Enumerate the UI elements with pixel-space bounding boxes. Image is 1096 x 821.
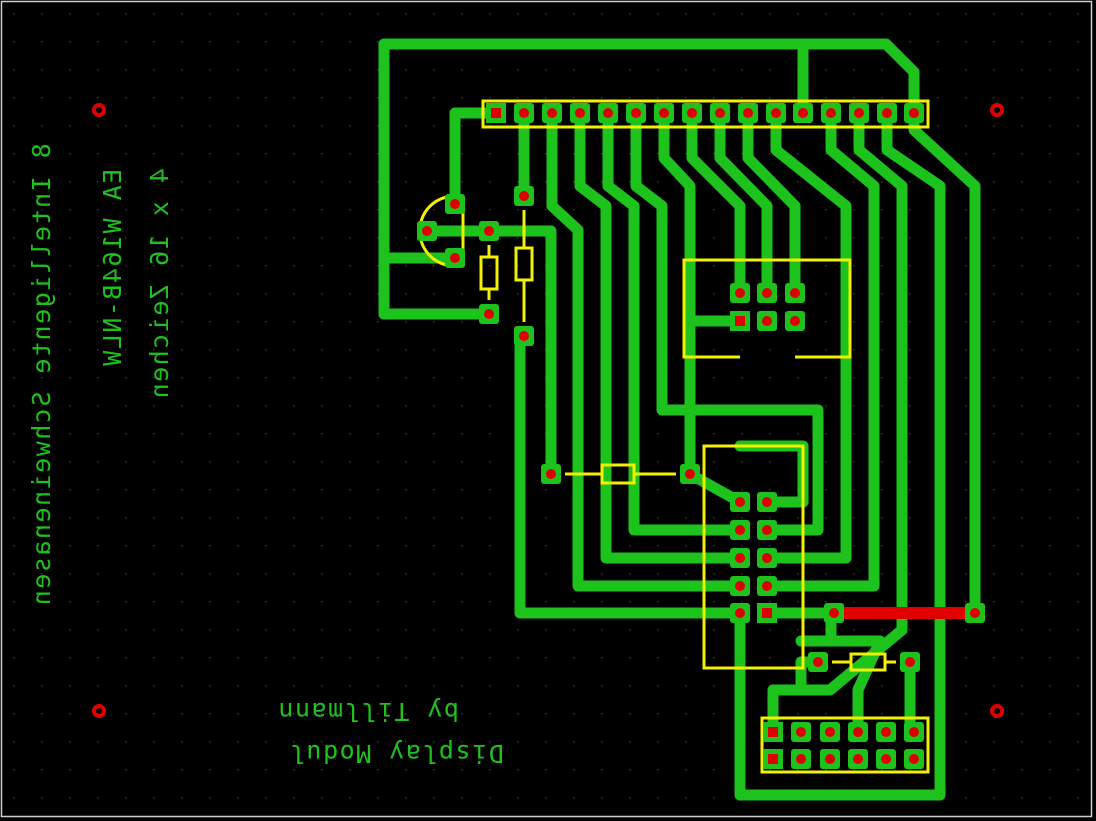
- drill-hole-icon: [519, 331, 529, 341]
- drill-hole-icon: [735, 316, 745, 326]
- mounting-hole-icon: [92, 103, 106, 117]
- copper-traces: [378, 38, 981, 801]
- drill-hole-icon: [825, 754, 835, 764]
- drill-hole-icon: [687, 108, 697, 118]
- drill-hole-icon: [762, 553, 772, 563]
- drill-hole-icon: [547, 108, 557, 118]
- drill-hole-icon: [735, 497, 745, 507]
- drill-hole-icon: [790, 288, 800, 298]
- drill-hole-icon: [762, 497, 772, 507]
- drill-hole-icon: [909, 108, 919, 118]
- drill-hole-icon: [853, 727, 863, 737]
- label-line-1: 8 Intelligente Schweinenasen: [27, 143, 56, 606]
- drill-hole-icon: [970, 608, 980, 618]
- drill-hole-icon: [575, 108, 585, 118]
- drill-hole-icon: [450, 253, 460, 263]
- drill-hole-icon: [519, 108, 529, 118]
- label-line-2: EA W164B-NLW: [98, 169, 127, 368]
- drill-hole-icon: [546, 469, 556, 479]
- drill-hole-icon: [484, 226, 494, 236]
- drill-hole-icon: [762, 608, 772, 618]
- drill-hole-icon: [450, 199, 460, 209]
- drill-hole-icon: [735, 288, 745, 298]
- drill-hole-icon: [735, 581, 745, 591]
- drill-hole-icon: [735, 553, 745, 563]
- drill-hole-icon: [735, 608, 745, 618]
- pads: [417, 103, 985, 769]
- label-credit-2: Display Modul: [288, 739, 503, 768]
- drill-hole-icon: [798, 108, 808, 118]
- mounting-hole-icon: [990, 103, 1004, 117]
- drill-hole-icon: [659, 108, 669, 118]
- drill-hole-icon: [829, 608, 839, 618]
- drill-hole-icon: [771, 108, 781, 118]
- drill-hole-icon: [762, 525, 772, 535]
- mounting-hole-icon: [990, 704, 1004, 718]
- connector-top-outline: [682, 258, 852, 359]
- label-line-3: 4 x 16 Zeichen: [145, 168, 174, 400]
- drill-hole-icon: [422, 226, 432, 236]
- drill-hole-icon: [631, 108, 641, 118]
- drill-hole-icon: [853, 754, 863, 764]
- drill-hole-icon: [603, 108, 613, 118]
- drill-hole-icon: [882, 108, 892, 118]
- drill-hole-icon: [743, 108, 753, 118]
- label-credit-1: by Tillmann: [277, 697, 459, 726]
- drill-hole-icon: [715, 108, 725, 118]
- drill-hole-icon: [854, 108, 864, 118]
- drill-hole-icon: [519, 191, 529, 201]
- drill-hole-icon: [813, 657, 823, 667]
- board-labels: 8 Intelligente Schweinenasen EA W164B-NL…: [27, 143, 504, 768]
- drill-hole-icon: [909, 727, 919, 737]
- connector-bottom-outline: [760, 716, 930, 774]
- mounting-holes: [92, 103, 1004, 718]
- drill-hole-icon: [762, 581, 772, 591]
- drill-hole-icon: [762, 288, 772, 298]
- drill-hole-icon: [826, 108, 836, 118]
- drill-hole-icon: [735, 525, 745, 535]
- drill-hole-icon: [790, 316, 800, 326]
- drill-hole-icon: [825, 727, 835, 737]
- drill-hole-icon: [768, 727, 778, 737]
- drill-hole-icon: [881, 727, 891, 737]
- drill-hole-icon: [484, 309, 494, 319]
- drill-hole-icon: [685, 469, 695, 479]
- connector-main-outline: [702, 444, 805, 670]
- drill-hole-icon: [796, 727, 806, 737]
- drill-hole-icon: [796, 754, 806, 764]
- drill-hole-icon: [905, 657, 915, 667]
- drill-hole-icon: [768, 754, 778, 764]
- drill-hole-icon: [909, 754, 919, 764]
- mounting-hole-icon: [92, 704, 106, 718]
- drill-hole-icon: [881, 754, 891, 764]
- drill-hole-icon: [491, 108, 501, 118]
- drill-hole-icon: [762, 316, 772, 326]
- header-outline: [481, 99, 930, 129]
